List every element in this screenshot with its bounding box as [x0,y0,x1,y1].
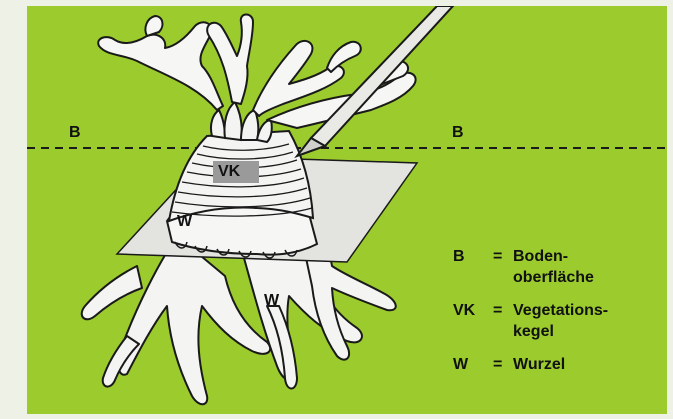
legend-line-1: Vegetations- [513,302,608,319]
soil-surface-label-left: B [69,123,81,143]
legend-line-2: kegel [513,323,554,340]
soil-surface-label-right: B [452,123,464,143]
root-label-upper: W [177,212,192,232]
legend-row-soil-surface: B = Boden- oberfläche [453,246,663,288]
diagram-panel: B B VK W W B = Boden- oberfläche VK = Ve… [27,6,667,414]
legend-text: Vegetations- kegel [513,300,663,342]
legend-row-vegetation-cone: VK = Vegetations- kegel [453,300,663,342]
legend-symbol: B [453,246,493,288]
legend-text: Wurzel [513,354,663,375]
legend-line-1: Boden- [513,248,568,265]
legend-equals: = [493,354,513,375]
root-label-lower: W [264,291,279,311]
legend-equals: = [493,300,513,342]
legend-line-1: Wurzel [513,356,565,373]
legend-symbol: W [453,354,493,375]
legend-equals: = [493,246,513,288]
legend-text: Boden- oberfläche [513,246,663,288]
legend-line-2: oberfläche [513,269,594,286]
legend-symbol: VK [453,300,493,342]
vegetation-cone-label: VK [218,162,240,182]
legend-row-root: W = Wurzel [453,354,663,375]
legend: B = Boden- oberfläche VK = Vegetations- … [453,246,663,387]
